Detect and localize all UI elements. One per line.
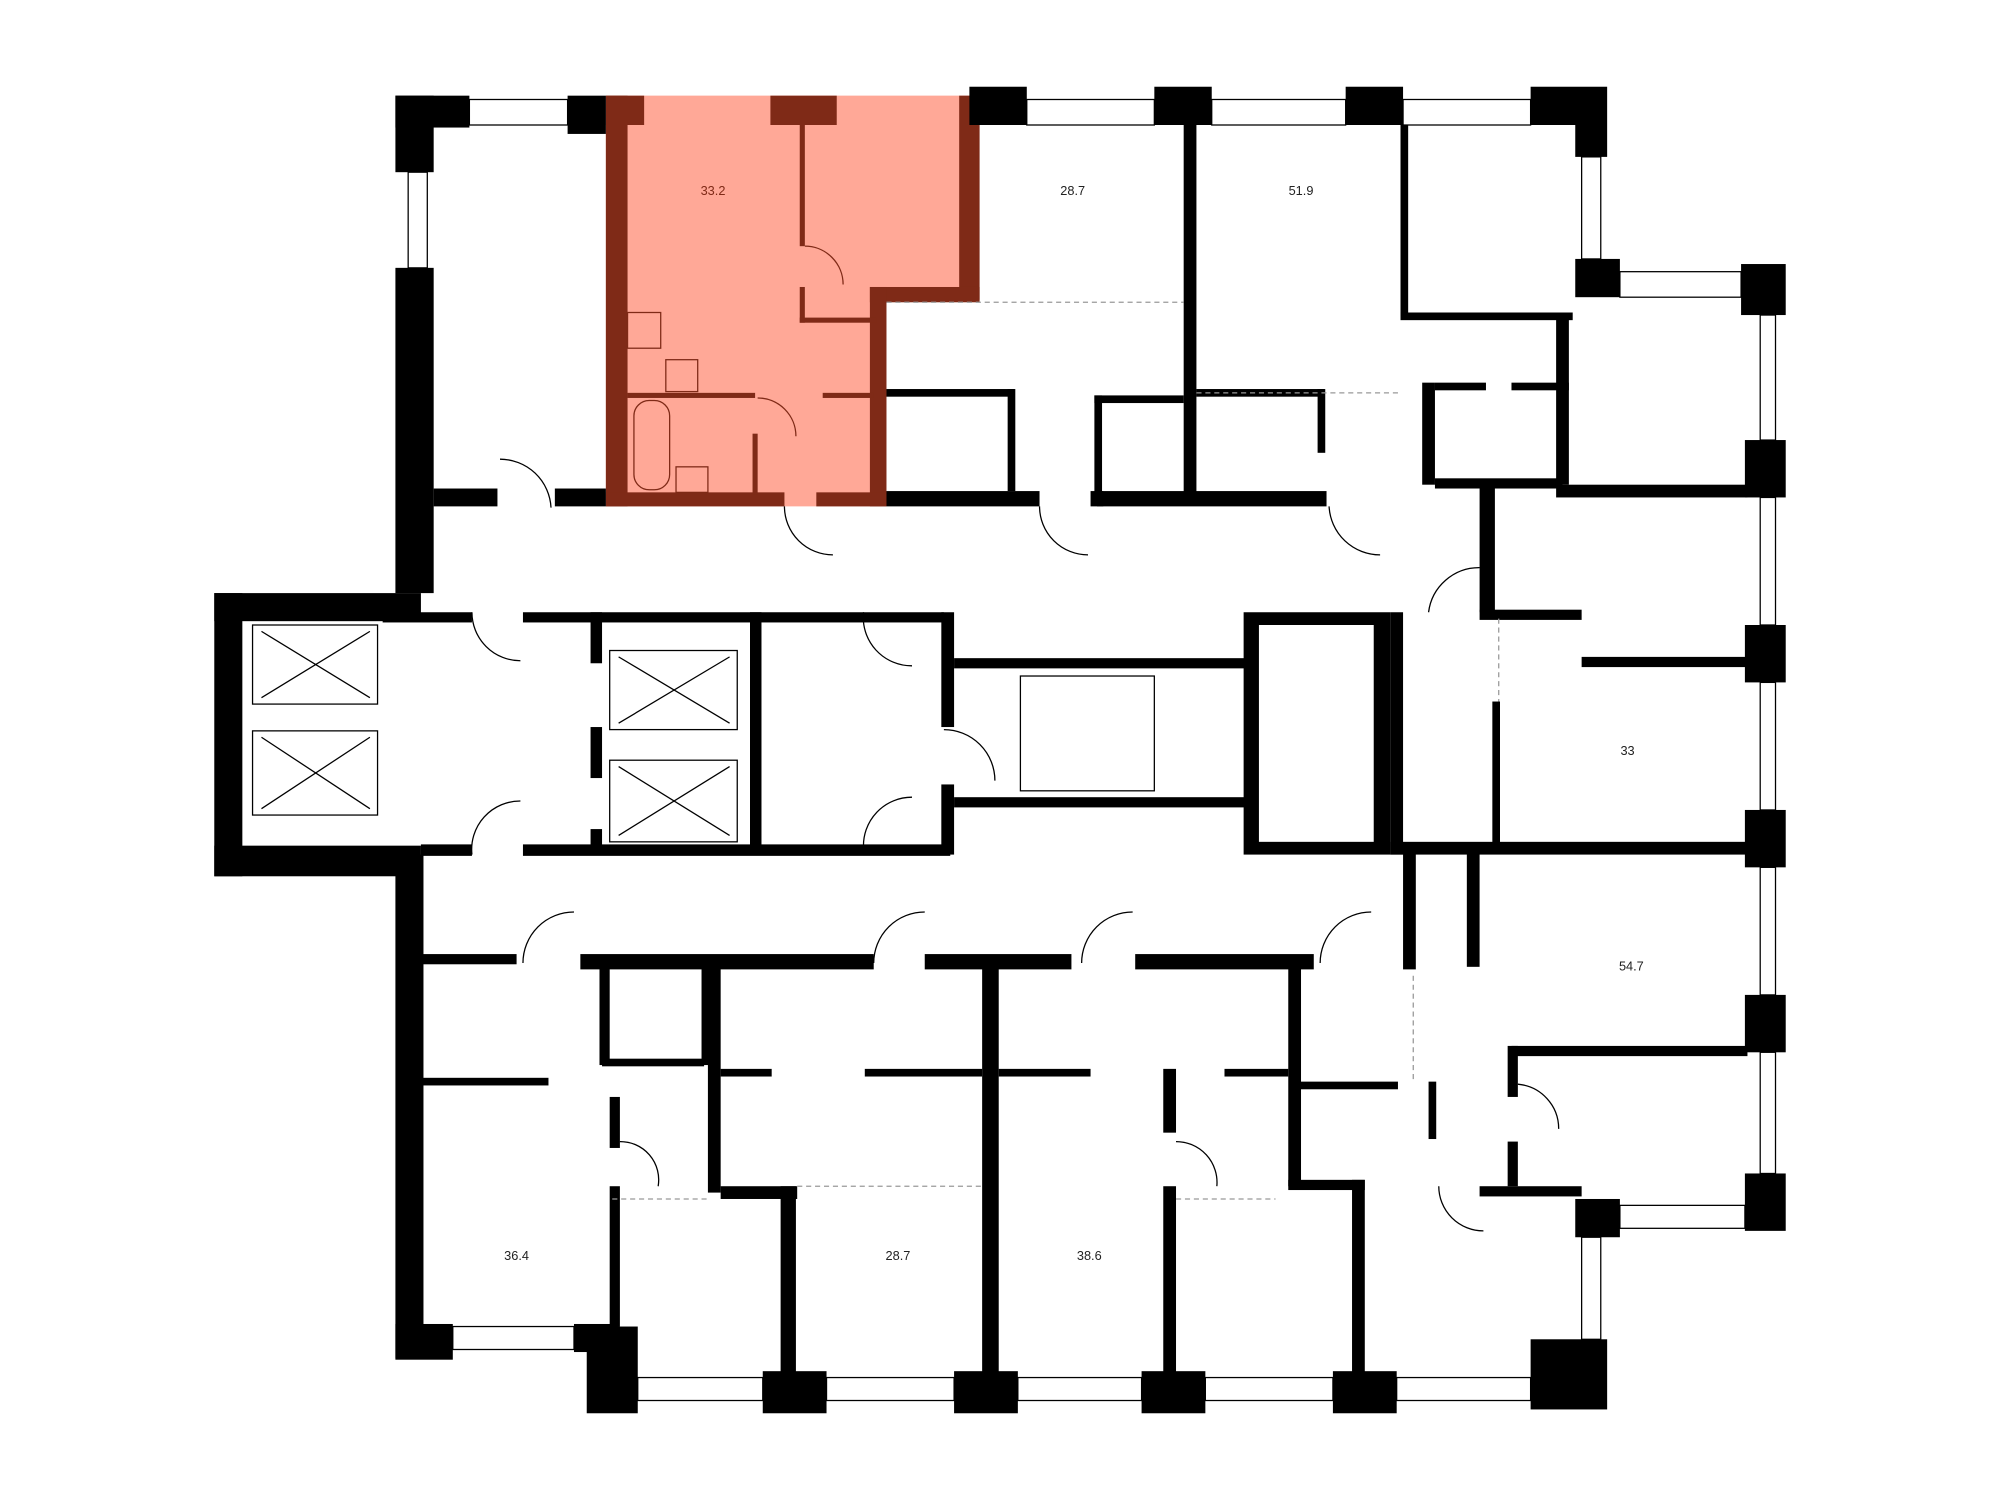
area-label-apt-1[interactable]: 33.2: [701, 183, 726, 198]
apartment-33-2[interactable]: [605, 95, 980, 507]
area-label-apt-3[interactable]: 51.9: [1289, 183, 1314, 198]
area-label-apt-4[interactable]: 33: [1620, 743, 1634, 758]
area-label-apt-5[interactable]: 54.7: [1619, 959, 1644, 974]
area-labels: 33.2 28.7 51.9 33 54.7 36.4 28.7 38.6: [504, 183, 1644, 1263]
area-label-apt-2[interactable]: 28.7: [1060, 183, 1085, 198]
area-label-apt-7[interactable]: 28.7: [886, 1248, 911, 1263]
area-label-apt-6[interactable]: 36.4: [504, 1248, 529, 1263]
area-label-apt-8[interactable]: 38.6: [1077, 1248, 1102, 1263]
walls: [214, 86, 1786, 1414]
